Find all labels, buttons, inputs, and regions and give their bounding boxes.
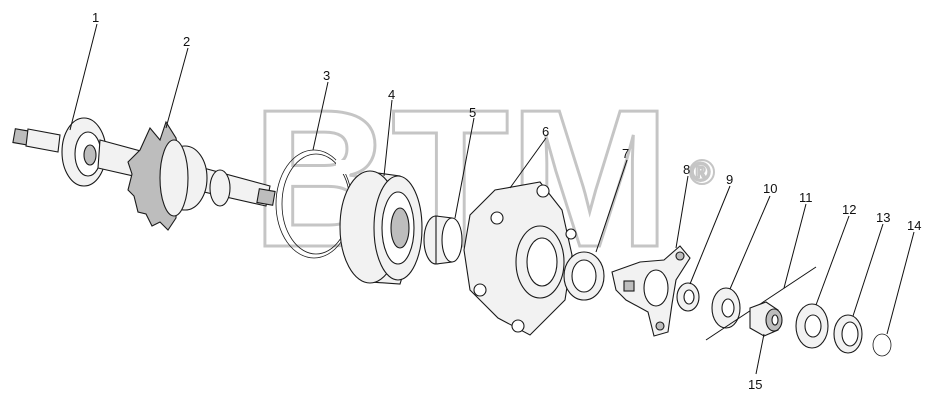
washer-9-inner (683, 289, 695, 305)
callout-13: 13 (876, 210, 890, 225)
callout-10: 10 (763, 181, 777, 196)
callout-7: 7 (622, 146, 629, 161)
callout-1: 1 (92, 10, 99, 25)
leader-13 (852, 223, 884, 317)
bearing-1-bore (83, 144, 97, 166)
leader-15 (755, 333, 765, 375)
callout-9: 9 (726, 172, 733, 187)
leader-6 (509, 137, 547, 189)
housing-bolt-hole-4 (511, 319, 525, 333)
washer-12 (795, 303, 829, 349)
leader-1 (69, 23, 98, 131)
registered-mark-circle (689, 159, 715, 185)
shaft-collar (209, 169, 231, 207)
registered-mark: ® (691, 157, 710, 187)
callout-8: 8 (683, 162, 690, 177)
watermark: BTM ® (251, 68, 715, 290)
snap-ring-gap (336, 160, 350, 174)
roller-bearing (339, 170, 423, 285)
leader-8 (675, 175, 689, 249)
callout-3: 3 (323, 68, 330, 83)
callout-labels: 1 2 3 4 5 6 7 8 9 10 11 12 13 14 15 (92, 10, 921, 392)
leader-11 (783, 203, 807, 289)
circlip-14-ring (872, 333, 892, 357)
nut-bore (771, 314, 779, 326)
callout-14: 14 (907, 218, 921, 233)
callout-6: 6 (542, 124, 549, 139)
leader-12 (815, 215, 850, 306)
yoke-ear-top-hole (675, 251, 685, 261)
yoke-hub (643, 269, 669, 307)
leader-5 (454, 117, 475, 219)
housing-bore-inner (526, 237, 558, 287)
flange-yoke (611, 245, 691, 337)
bushing-13 (833, 314, 863, 354)
washer-10-inner (721, 298, 735, 318)
castle-nut (749, 301, 783, 337)
washer-9 (676, 282, 700, 312)
housing-bolt-hole-5 (473, 283, 487, 297)
callout-15: 15 (748, 377, 762, 392)
housing-bolt-hole-3 (565, 228, 577, 240)
shaft-left-stub (25, 128, 61, 153)
housing-bolt-hole-1 (490, 211, 504, 225)
callout-11: 11 (799, 190, 813, 205)
circlip-14 (872, 333, 892, 357)
yoke-ear-bottom-hole (655, 321, 665, 331)
leader-14 (886, 231, 915, 335)
leader-lines (69, 23, 915, 375)
seal-ring (563, 251, 605, 301)
bushing-13-inner (841, 321, 859, 347)
yoke-spline (623, 280, 635, 292)
watermark-text: BTM (252, 69, 670, 288)
leader-10 (729, 195, 771, 290)
leader-4 (383, 99, 393, 177)
washer-10 (711, 287, 741, 329)
spacer-front (441, 217, 463, 263)
roller-bearing-bore (390, 207, 410, 249)
shaft-assembly (12, 117, 276, 231)
flanged-housing (463, 181, 577, 336)
washer-12-inner (804, 314, 822, 338)
shaft-thread-right (256, 188, 276, 206)
callout-2: 2 (183, 34, 190, 49)
callout-12: 12 (842, 202, 856, 217)
leader-7 (595, 159, 628, 253)
callout-4: 4 (388, 87, 395, 102)
housing-bolt-hole-2 (536, 184, 550, 198)
leader-9 (689, 185, 731, 285)
callout-5: 5 (469, 105, 476, 120)
leader-3 (312, 81, 329, 151)
leader-2 (165, 47, 189, 129)
bevel-gear-face (159, 139, 189, 217)
spacer-sleeve (423, 215, 463, 265)
seal-ring-inner (571, 259, 597, 293)
